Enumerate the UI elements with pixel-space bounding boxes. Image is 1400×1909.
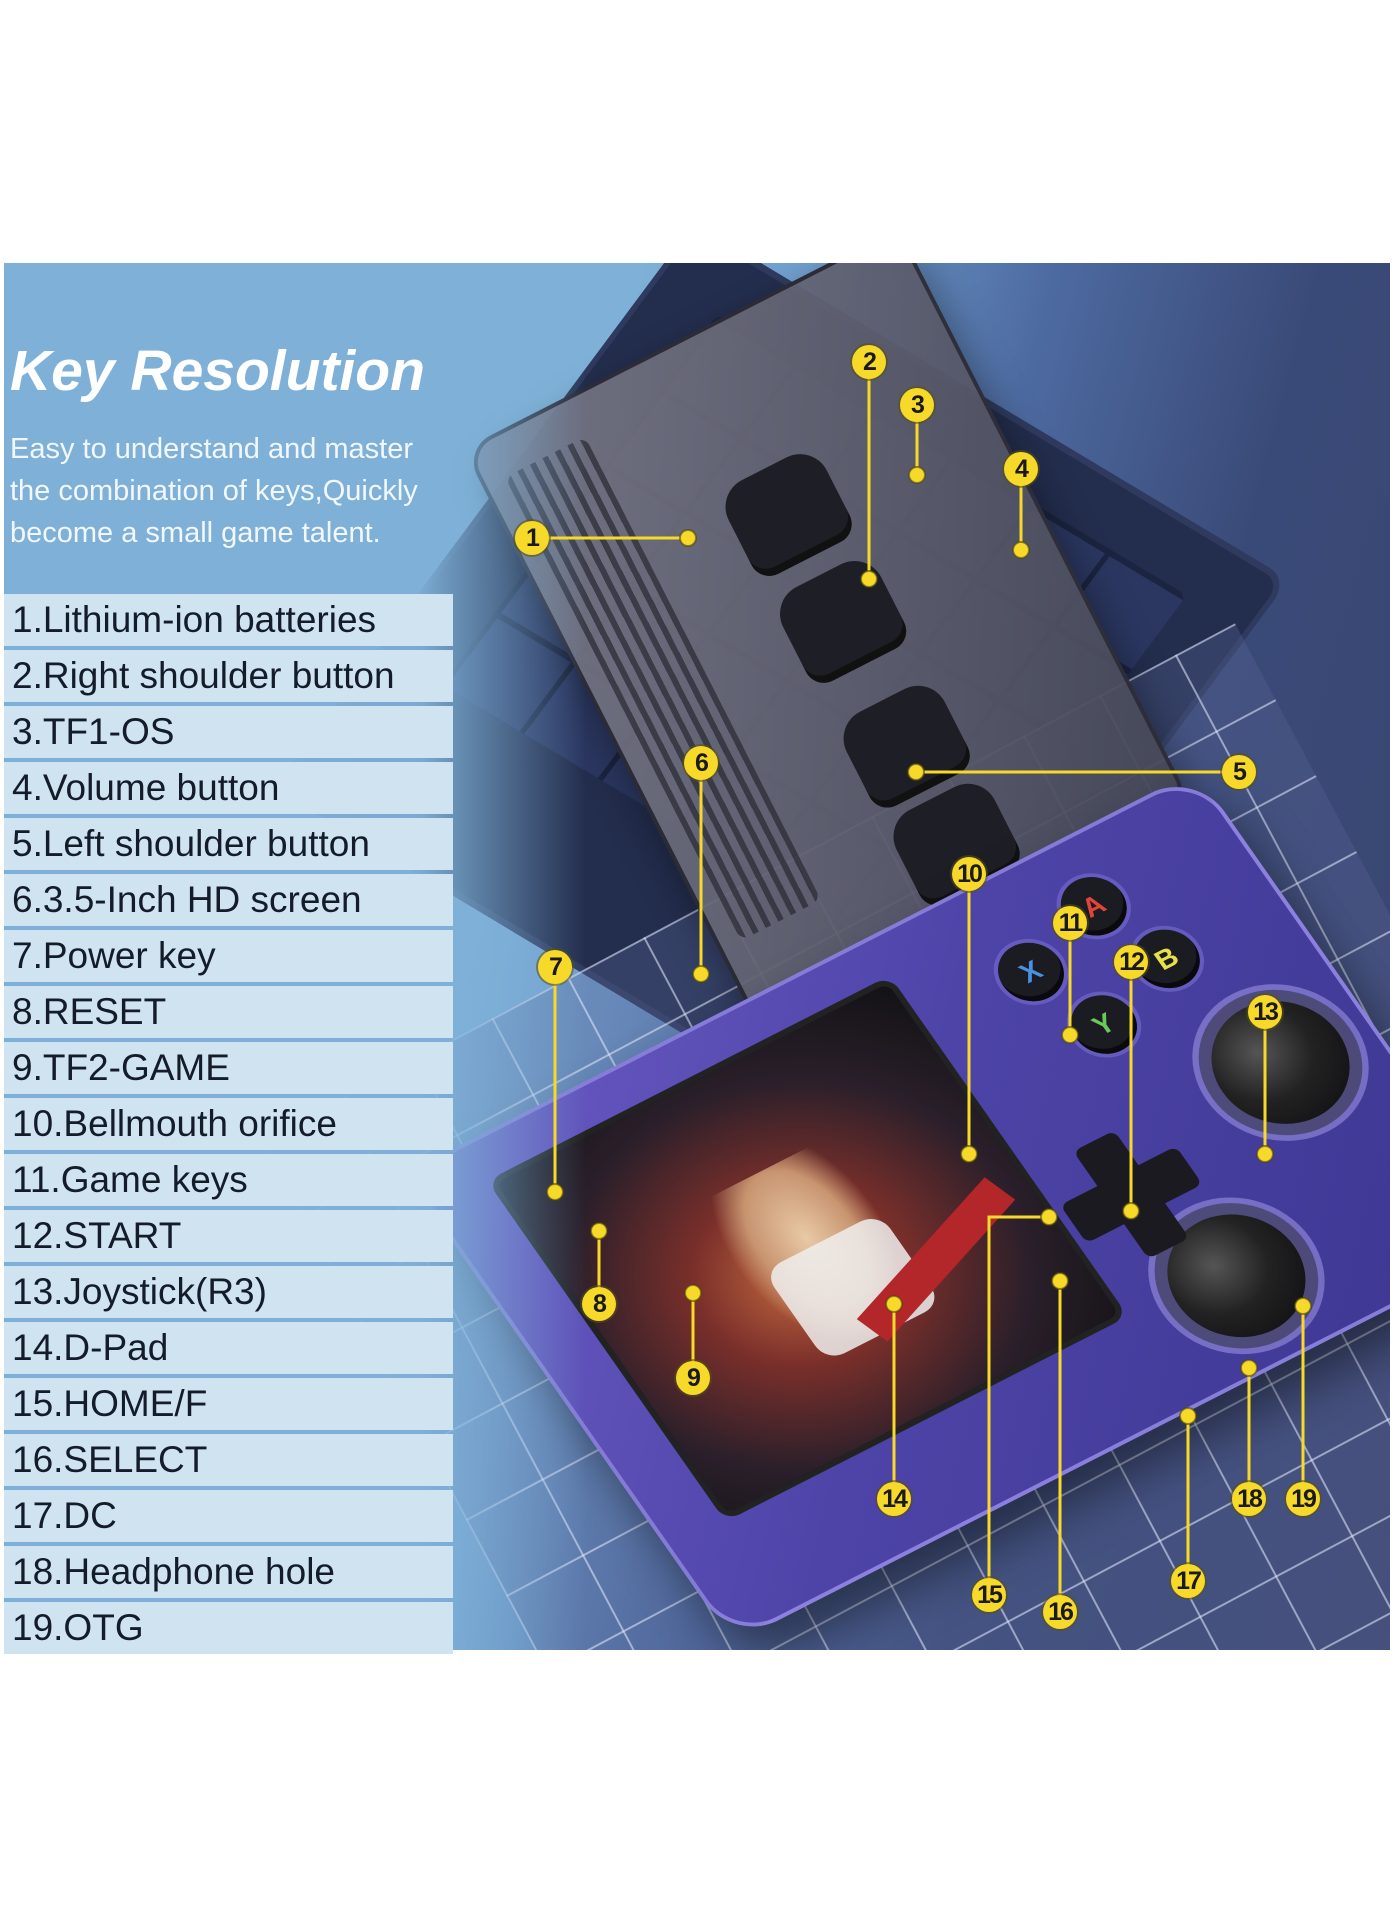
x-button: X bbox=[985, 932, 1077, 1012]
key-list-item: 11.Game keys bbox=[4, 1154, 453, 1206]
description-line: Easy to understand and master bbox=[10, 433, 414, 465]
key-list-item: 10.Bellmouth orifice bbox=[4, 1098, 453, 1150]
key-list-item: 13.Joystick(R3) bbox=[4, 1266, 453, 1318]
key-list-item: 3.TF1-OS bbox=[4, 706, 453, 758]
key-list-item: 7.Power key bbox=[4, 930, 453, 982]
r2-shoulder-button bbox=[769, 550, 914, 690]
key-list-item: 9.TF2-GAME bbox=[4, 1042, 453, 1094]
key-list-item: 18.Headphone hole bbox=[4, 1546, 453, 1598]
description-line: the combination of keys,Quickly bbox=[10, 475, 418, 507]
key-list-item: 15.HOME/F bbox=[4, 1378, 453, 1430]
key-list-item: 16.SELECT bbox=[4, 1434, 453, 1486]
key-list-item: 4.Volume button bbox=[4, 762, 453, 814]
r1-shoulder-button bbox=[715, 443, 859, 583]
page-description: Easy to understand and master the combin… bbox=[10, 428, 460, 554]
y-button: Y bbox=[1058, 984, 1150, 1065]
key-list-item: 19.OTG bbox=[4, 1602, 453, 1654]
key-list-item: 2.Right shoulder button bbox=[4, 650, 453, 702]
key-list-item: 6.3.5-Inch HD screen bbox=[4, 874, 453, 926]
key-list-item: 8.RESET bbox=[4, 986, 453, 1038]
key-list-item: 12.START bbox=[4, 1210, 453, 1262]
key-list: 1.Lithium-ion batteries 2.Right shoulder… bbox=[4, 594, 453, 1658]
b-button: B bbox=[1121, 919, 1213, 999]
description-line: become a small game talent. bbox=[10, 517, 381, 549]
page-title: Key Resolution bbox=[10, 339, 425, 403]
key-list-item: 17.DC bbox=[4, 1490, 453, 1542]
right-joystick bbox=[1184, 979, 1377, 1146]
a-button: A bbox=[1048, 866, 1140, 947]
key-list-item: 5.Left shoulder button bbox=[4, 818, 453, 870]
key-list-item: 14.D-Pad bbox=[4, 1322, 453, 1374]
key-list-item: 1.Lithium-ion batteries bbox=[4, 594, 453, 646]
